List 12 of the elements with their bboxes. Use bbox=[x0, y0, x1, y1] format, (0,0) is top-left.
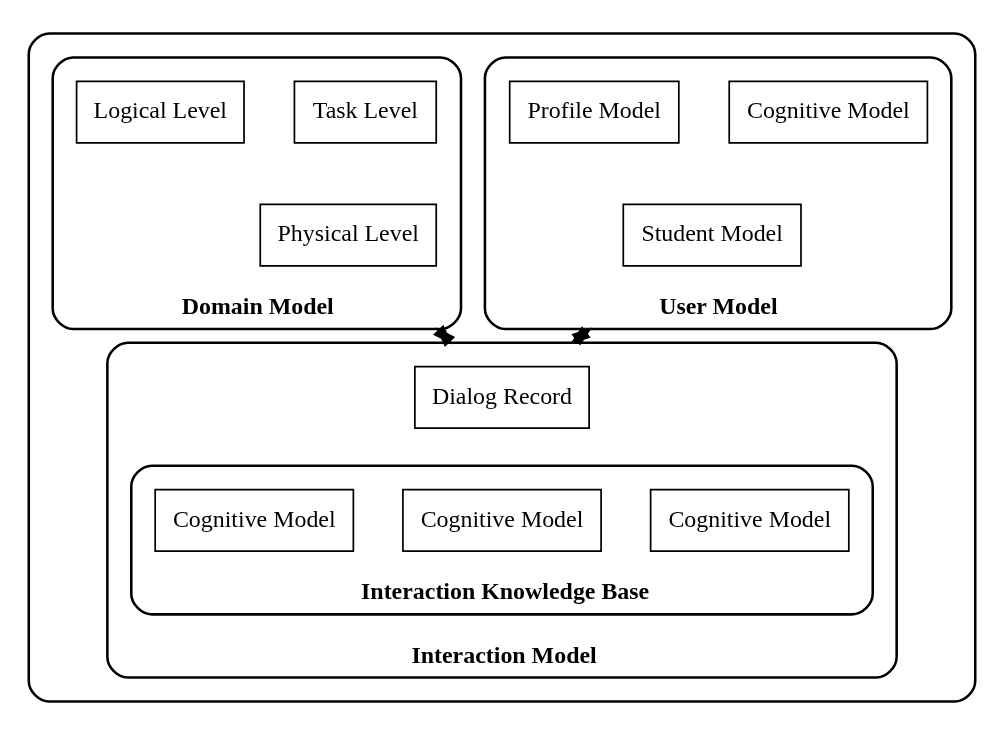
node-box: Cognitive Model bbox=[402, 488, 602, 552]
node-box: Physical Level bbox=[259, 203, 438, 267]
arrow bbox=[433, 324, 456, 347]
node-box: Cognitive Model bbox=[728, 80, 929, 144]
node-box: Task Level bbox=[293, 80, 438, 144]
node-box: Dialog Record bbox=[414, 365, 590, 429]
cluster bbox=[27, 31, 977, 703]
node-box: Profile Model bbox=[508, 80, 680, 144]
node-box: Logical Level bbox=[75, 80, 245, 144]
node-box: Cognitive Model bbox=[154, 488, 355, 552]
node-box: Cognitive Model bbox=[649, 488, 850, 552]
node-box: Student Model bbox=[622, 203, 802, 267]
